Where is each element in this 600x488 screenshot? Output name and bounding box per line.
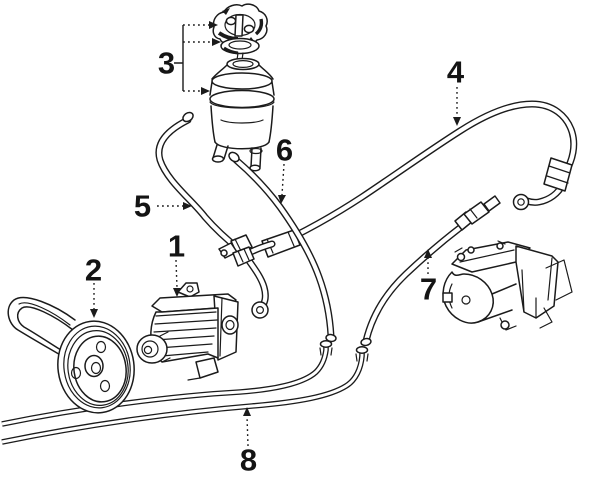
gear-hose-drawing xyxy=(360,195,501,347)
callout-1-pump: 1 xyxy=(167,228,185,264)
callout-8-cooler-pipe: 8 xyxy=(239,442,257,478)
callout-2-pulley: 2 xyxy=(84,252,102,288)
callout-7-gear-hose: 7 xyxy=(419,271,437,307)
steering-gear-drawing xyxy=(442,240,573,331)
belt-drawing xyxy=(7,296,76,357)
pump-fittings-drawing xyxy=(218,234,276,319)
callout-4-pressure-hose: 4 xyxy=(446,54,464,90)
suction-hose-drawing xyxy=(155,111,244,254)
cooler-pipe-drawing xyxy=(1,340,369,445)
pressure-hose-drawing xyxy=(261,100,578,258)
callout-leaders xyxy=(90,21,461,447)
reservoir-drawing xyxy=(209,57,275,172)
power-steering-pump-drawing xyxy=(136,282,239,381)
callout-6-return-hose: 6 xyxy=(275,132,293,168)
return-hose-drawing xyxy=(228,151,337,343)
pulley-drawing xyxy=(57,320,135,414)
callout-3-reservoir-cap: 3 xyxy=(157,45,175,81)
callout-5-suction-hose: 5 xyxy=(133,188,151,224)
